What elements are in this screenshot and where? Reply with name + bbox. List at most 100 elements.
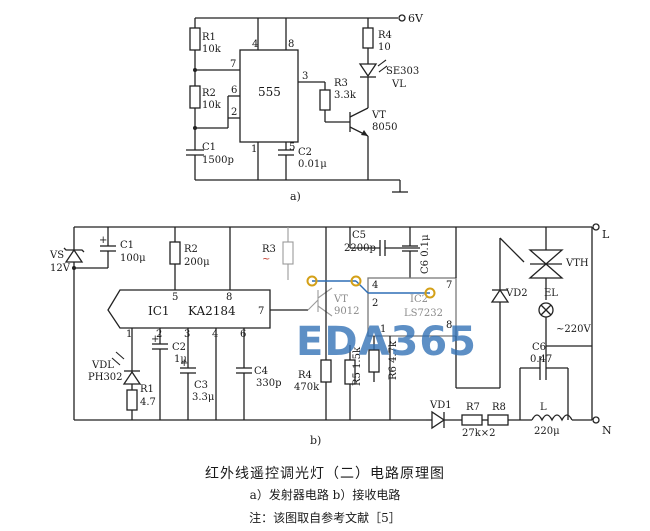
b-r2-resistor (169, 241, 181, 265)
svg-text:R1: R1 (202, 32, 216, 43)
svg-text:8: 8 (288, 39, 294, 50)
svg-text:1: 1 (380, 324, 386, 335)
svg-text:10k: 10k (202, 44, 222, 55)
figure-note: 注：该图取自参考文献［5］ (249, 511, 401, 525)
svg-text:2: 2 (156, 329, 162, 340)
svg-text:555: 555 (258, 85, 281, 99)
b-photodiode-vdl (122, 370, 142, 385)
svg-text:PH302: PH302 (88, 372, 123, 383)
svg-text:VT: VT (371, 110, 386, 121)
svg-text:10: 10 (378, 42, 391, 53)
svg-text:C1: C1 (202, 142, 216, 153)
svg-text:6: 6 (231, 85, 237, 96)
svg-text:R4: R4 (298, 370, 312, 381)
receiver-circuit: L VS 12V + C1 100μ R2 200μ IC1 KA2184 5 … (49, 223, 612, 447)
eda365-watermark: EDA365 (296, 275, 477, 365)
svg-text:R8: R8 (492, 402, 506, 413)
svg-text:VTH: VTH (565, 258, 589, 269)
b-ic2-chip (367, 277, 457, 337)
a-r3-resistor (319, 89, 331, 111)
svg-text:C5: C5 (352, 230, 366, 241)
svg-text:1500p: 1500p (202, 155, 234, 166)
svg-text:7: 7 (446, 280, 452, 291)
svg-text:EL: EL (544, 288, 558, 299)
svg-text:R3: R3 (334, 78, 348, 89)
svg-text:+: + (99, 235, 107, 246)
svg-text:2: 2 (372, 298, 378, 309)
svg-text:0.47: 0.47 (530, 354, 552, 365)
svg-text:4.7: 4.7 (140, 397, 156, 408)
svg-text:VL: VL (391, 79, 406, 90)
b-diode-vd1 (431, 410, 446, 430)
svg-text:L: L (602, 228, 610, 241)
svg-text:VT: VT (333, 294, 348, 305)
svg-text:R6 4.7k: R6 4.7k (388, 340, 399, 380)
svg-text:8: 8 (446, 320, 452, 331)
a-r1-resistor (189, 27, 201, 51)
svg-text:7: 7 (230, 59, 236, 70)
svg-text:VD1: VD1 (429, 400, 452, 411)
svg-text:R5 1.5k: R5 1.5k (352, 346, 363, 386)
svg-text:R3: R3 (262, 244, 276, 255)
b-inductor-l (531, 414, 573, 422)
a-r4-resistor (362, 27, 374, 49)
supply-label: 6V (408, 12, 424, 25)
svg-text:5: 5 (172, 292, 178, 303)
svg-text:EDA365: EDA365 (296, 319, 477, 365)
svg-text:VDL: VDL (91, 360, 114, 371)
svg-text:2200p: 2200p (344, 243, 376, 254)
svg-text:27k×2: 27k×2 (462, 428, 496, 439)
svg-text:VD2: VD2 (505, 288, 528, 299)
svg-text:470k: 470k (294, 382, 320, 393)
svg-text:1μ: 1μ (174, 354, 187, 365)
svg-text:3: 3 (184, 329, 190, 340)
svg-text:3.3k: 3.3k (334, 90, 357, 101)
svg-text:8: 8 (226, 292, 232, 303)
svg-text:R2: R2 (184, 244, 198, 255)
svg-text:7: 7 (258, 306, 264, 317)
svg-text:6: 6 (240, 329, 246, 340)
svg-text:220μ: 220μ (534, 426, 560, 437)
svg-text:12V: 12V (50, 263, 71, 274)
svg-text:1: 1 (251, 144, 257, 155)
svg-text:b): b) (310, 434, 321, 447)
svg-text:a): a) (290, 190, 301, 203)
transmitter-circuit: 6V R1 10k R2 10k C1 1500p 555 4 8 7 6 2 (186, 12, 424, 203)
svg-text:200μ: 200μ (184, 257, 210, 268)
svg-text:IC1: IC1 (148, 304, 170, 318)
figure-subtitle: a）发射器电路 b）接收电路 (249, 488, 401, 502)
svg-text:100μ: 100μ (120, 253, 146, 264)
svg-text:N: N (602, 424, 612, 437)
svg-text:~: ~ (262, 254, 270, 265)
a-led (358, 63, 378, 78)
svg-text:1: 1 (126, 329, 132, 340)
svg-text:10k: 10k (202, 100, 222, 111)
svg-text:C1: C1 (120, 240, 134, 251)
svg-text:4: 4 (372, 280, 378, 291)
svg-text:8050: 8050 (372, 122, 397, 133)
svg-text:0.01μ: 0.01μ (298, 159, 327, 170)
svg-text:C6 0.1μ: C6 0.1μ (420, 234, 431, 274)
b-ic1-chip (107, 289, 271, 329)
svg-text:C2: C2 (172, 342, 186, 353)
svg-text:R7: R7 (466, 402, 480, 413)
svg-text:+: + (180, 358, 188, 369)
svg-text:R2: R2 (202, 88, 216, 99)
svg-text:3: 3 (302, 71, 308, 82)
svg-text:IC2: IC2 (410, 294, 428, 305)
svg-text:C6: C6 (532, 342, 546, 353)
svg-text:R4: R4 (378, 30, 392, 41)
circuit-schematic: 6V R1 10k R2 10k C1 1500p 555 4 8 7 6 2 (49, 12, 612, 447)
b-zener-vs (64, 248, 84, 263)
svg-text:+: + (151, 334, 159, 345)
svg-text:VS: VS (49, 250, 64, 261)
figure-title: 红外线遥控调光灯（二）电路原理图 (205, 466, 445, 482)
svg-text:5: 5 (289, 142, 295, 153)
a-r2-resistor (189, 85, 201, 109)
svg-text:R1: R1 (140, 384, 154, 395)
svg-text:C3: C3 (194, 380, 208, 391)
svg-text:9012: 9012 (334, 306, 359, 317)
svg-text:L: L (540, 402, 547, 413)
svg-text:LS7232: LS7232 (404, 308, 443, 319)
svg-text:KA2184: KA2184 (188, 304, 236, 318)
